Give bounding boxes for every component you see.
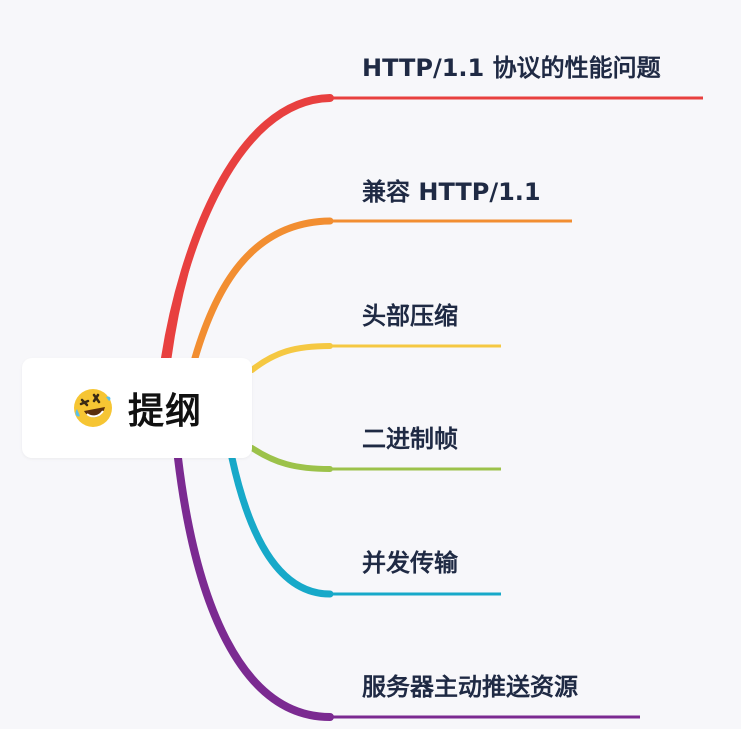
branch-connector-2-thick	[191, 217, 334, 362]
root-title: 提纲	[127, 391, 202, 432]
branch-connector-3-thick	[249, 343, 333, 373]
branch-label-http11-performance[interactable]: HTTP/1.1 协议的性能问题	[362, 54, 661, 82]
branch-connector-4-thick	[249, 445, 333, 472]
branch-label-header-compression[interactable]: 头部压缩	[362, 302, 458, 330]
branch-label-compat-http11[interactable]: 兼容 HTTP/1.1	[362, 178, 541, 206]
branch-connector-5-thick	[228, 454, 334, 598]
root-node[interactable]: 提纲	[22, 358, 252, 458]
rolling-on-floor-laughing-emoji-icon	[72, 387, 114, 429]
branch-connector-6-thick	[174, 454, 334, 721]
branch-label-server-push[interactable]: 服务器主动推送资源	[362, 673, 578, 701]
branch-label-concurrent-transfer[interactable]: 并发传输	[362, 549, 458, 577]
branch-connector-1-thick	[161, 94, 334, 362]
branch-label-binary-frames[interactable]: 二进制帧	[362, 425, 458, 453]
